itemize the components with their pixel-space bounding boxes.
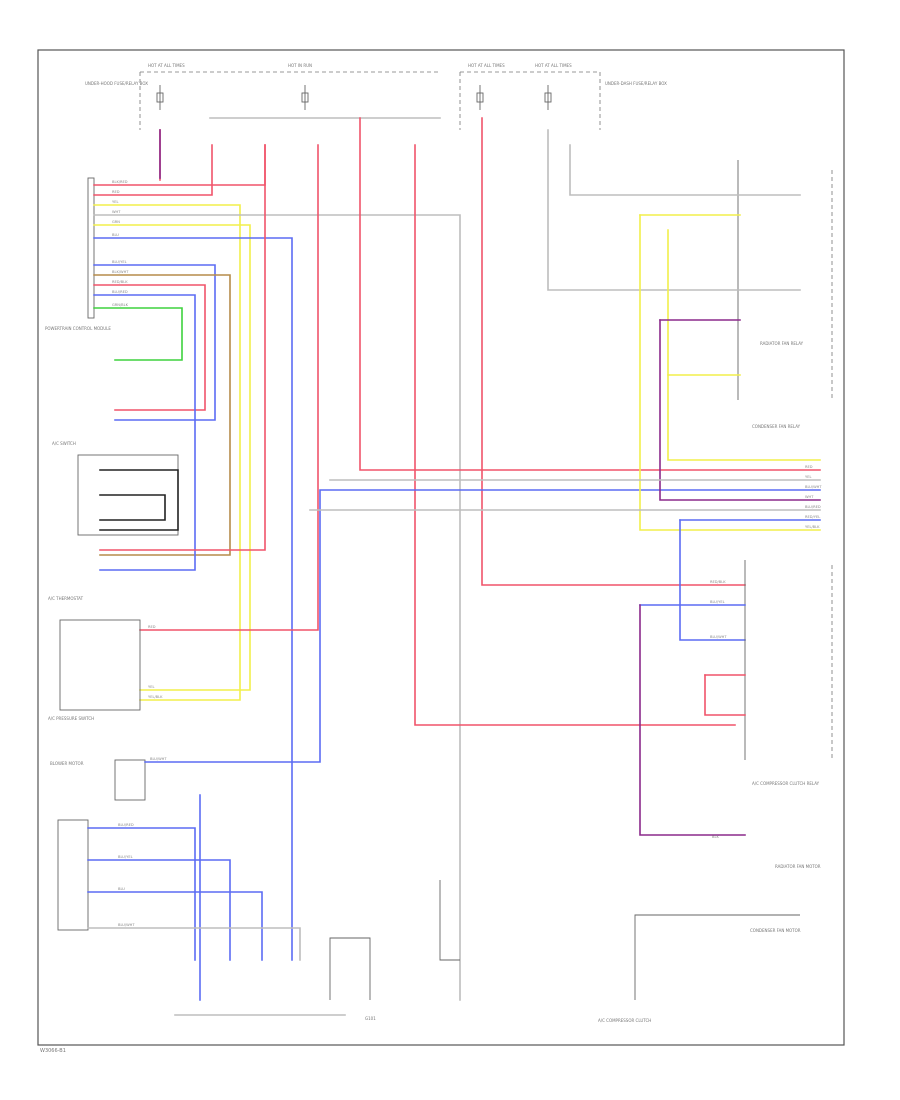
wire-tag: BLU/WHT: [150, 757, 167, 761]
blower-motor-label: BLOWER MOTOR: [50, 761, 84, 766]
wire-tag: RED/BLK: [112, 280, 128, 284]
wire-blue-7: [87, 859, 231, 961]
wire-gray-1: [93, 214, 461, 1001]
fuse-box-left-label: UNDER-HOOD FUSE/RELAY BOX: [85, 81, 148, 86]
wire-tag: BLK/WHT: [112, 270, 129, 274]
wire-tag: RED: [148, 625, 156, 629]
radiator-fan-relay-label: RADIATOR FAN RELAY: [760, 341, 804, 346]
wire-tag: BLU/YEL: [112, 260, 127, 264]
thermo-switch-label: A/C THERMOSTAT: [48, 596, 84, 601]
wire-tag: YEL: [805, 475, 811, 479]
pcm-label: POWERTRAIN CONTROL MODULE: [45, 326, 111, 331]
wire-brown-1: [93, 274, 231, 556]
wire-tag: BLU/WHT: [805, 485, 822, 489]
wire-tag: YEL: [112, 200, 118, 204]
wire-tag: GRN/BLK: [112, 303, 129, 307]
fuse-icon: [156, 85, 552, 110]
wire-red-4: [99, 144, 266, 551]
wire-gray-3: [547, 129, 801, 291]
wire-tag: BLU/YEL: [118, 855, 133, 859]
compressor-clutch-relay-label: A/C COMPRESSOR CLUTCH RELAY: [752, 781, 820, 786]
ground-label: G101: [365, 1016, 376, 1021]
wire-tag: BLU/RED: [112, 290, 128, 294]
wire-tag: BLU/WHT: [710, 635, 727, 639]
wire-gray-2: [87, 927, 301, 961]
fuse-box-right-label: UNDER-DASH FUSE/RELAY BOX: [605, 81, 667, 86]
condenser-fan-motor-label: CONDENSER FAN MOTOR: [750, 928, 801, 933]
wire-tag: WHT: [805, 495, 814, 499]
diagram-code: W3066-B1: [40, 1048, 66, 1054]
wire-tag: GRN: [112, 220, 120, 224]
wire-green-1: [93, 307, 183, 361]
radiator-fan-motor-label: RADIATOR FAN MOTOR: [775, 864, 821, 869]
wire-tag: BLK: [712, 835, 719, 839]
wire-tag: WHT: [112, 210, 121, 214]
a-c-switch-label: A/C SWITCH: [52, 441, 76, 446]
wire-purple-2: [639, 604, 746, 836]
wire-tag: YEL/BLK: [148, 695, 163, 699]
wire-tag: BLK/RED: [112, 180, 128, 184]
wire-blue-3: [93, 294, 196, 571]
wire-red-8: [481, 117, 746, 586]
wire-blue-1: [93, 237, 293, 961]
wire-red-5: [139, 144, 319, 631]
wire-red-6: [359, 117, 821, 471]
wire-blue-4: [144, 489, 821, 763]
wire-red-1: [93, 144, 266, 186]
pressure-switch-label: A/C PRESSURE SWITCH: [48, 716, 94, 721]
wire-tag: BLU: [118, 887, 125, 891]
wire-tag: RED: [112, 190, 120, 194]
wire-purple-1: [659, 319, 821, 501]
wire-tag: BLU: [112, 233, 119, 237]
wire-blue-2: [93, 264, 216, 421]
wire-gray-4: [569, 144, 801, 196]
hot-all-times-label-right1: HOT AT ALL TIMES: [468, 63, 505, 68]
hot-in-run-label: HOT IN RUN: [288, 63, 312, 68]
wire-tag: RED: [805, 465, 813, 469]
wire-tag: BLU/WHT: [118, 923, 135, 927]
wire-red-3: [93, 284, 206, 411]
wire-tag: YEL/BLK: [805, 525, 820, 529]
wire-blue-8: [87, 891, 263, 961]
wire-yellow-4: [667, 229, 821, 461]
wire-red-7: [414, 144, 736, 726]
hot-all-times-label-left: HOT AT ALL TIMES: [148, 63, 185, 68]
wire-yellow-1: [93, 204, 241, 701]
fan-switch-box[interactable]: [57, 819, 89, 931]
thermostat-box: [59, 619, 141, 711]
hot-all-times-label-right2: HOT AT ALL TIMES: [535, 63, 572, 68]
wire-tag: BLU/RED: [805, 505, 821, 509]
pcm-connector: [87, 177, 95, 319]
wire-yellow-2: [93, 224, 251, 691]
wire-tag: BLU/RED: [118, 823, 134, 827]
wire-blue-6: [87, 827, 196, 961]
compressor-clutch-label: A/C COMPRESSOR CLUTCH: [598, 1018, 651, 1023]
blower-motor-box: [114, 759, 146, 801]
diagram-border: [37, 49, 845, 1046]
wire-tag: BLU/YEL: [710, 600, 725, 604]
wire-yellow-3: [639, 214, 821, 531]
wire-tag: YEL: [148, 685, 154, 689]
condenser-fan-relay-label: CONDENSER FAN RELAY: [752, 424, 801, 429]
wire-red-2: [93, 144, 213, 196]
wire-red-9: [704, 674, 746, 716]
wire-tag: RED/BLK: [710, 580, 726, 584]
wire-blue-9: [679, 519, 746, 641]
wire-tag: RED/YEL: [805, 515, 820, 519]
